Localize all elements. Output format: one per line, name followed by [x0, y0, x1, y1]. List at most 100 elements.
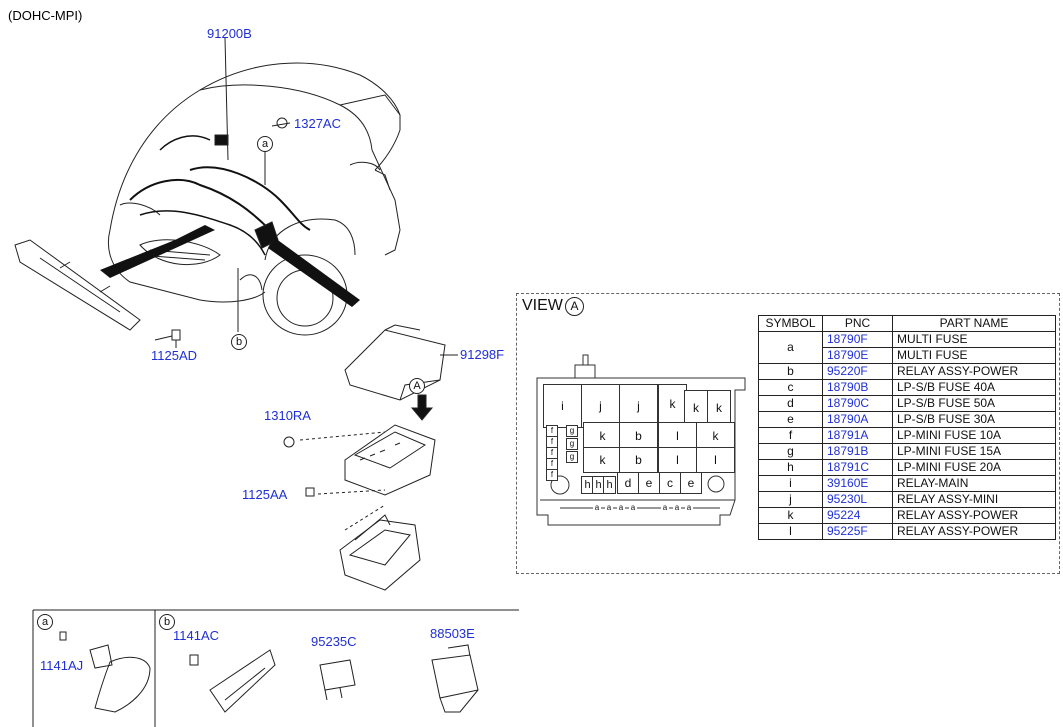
fuse-slot[interactable]: h — [603, 476, 616, 494]
fuse-slot[interactable]: c — [659, 472, 681, 494]
part-name-cell: LP-S/B FUSE 50A — [892, 395, 1056, 412]
fuse-slot[interactable]: l — [658, 447, 697, 473]
part-name-cell: LP-MINI FUSE 20A — [892, 459, 1056, 476]
fuse-slot[interactable]: j — [619, 384, 658, 428]
part-name-cell: MULTI FUSE — [892, 331, 1056, 348]
part-name-cell: LP-MINI FUSE 15A — [892, 443, 1056, 460]
fuse-slot-small[interactable]: f — [546, 469, 558, 481]
part-label-nut-mid[interactable]: 1310RA — [264, 408, 311, 423]
pnc-cell[interactable]: 95225F — [822, 523, 893, 540]
fuse-slot-small[interactable]: a — [685, 503, 693, 512]
symbol-cell: j — [758, 491, 823, 508]
pnc-cell[interactable]: 95230L — [822, 491, 893, 508]
part-name-cell: RELAY ASSY-POWER — [892, 523, 1056, 540]
symbol-cell: f — [758, 427, 823, 444]
part-label-cover[interactable]: 91298F — [460, 347, 505, 362]
symbol-cell: e — [758, 411, 823, 428]
part-label-bracket-a[interactable]: 1141AJ — [40, 658, 84, 673]
symbol-cell: i — [758, 475, 823, 492]
table-row: 18790E MULTI FUSE — [759, 347, 1056, 364]
fuse-slot[interactable]: d — [617, 472, 639, 494]
fuse-slot-small[interactable]: a — [629, 503, 637, 512]
symbol-cell: l — [758, 523, 823, 540]
variant-label: (DOHC-MPI) — [8, 8, 83, 23]
part-name-cell: RELAY-MAIN — [892, 475, 1056, 492]
part-label-bracket-b[interactable]: 1141AC — [173, 628, 220, 643]
pnc-cell[interactable]: 18791C — [822, 459, 893, 476]
fuse-slot-small[interactable]: a — [673, 503, 681, 512]
part-name-cell: LP-MINI FUSE 10A — [892, 427, 1056, 444]
part-label-bolt-left[interactable]: 1125AD — [151, 348, 198, 363]
callout-view-a: A — [409, 378, 425, 394]
part-label-relay[interactable]: 95235C — [311, 634, 357, 649]
fuse-slot[interactable]: k — [696, 422, 735, 450]
fuse-slot-small[interactable]: f — [546, 425, 558, 437]
view-title: VIEW — [522, 297, 563, 314]
part-name-cell: RELAY ASSY-POWER — [892, 363, 1056, 380]
bottom-callout-b: b — [159, 614, 175, 630]
fuse-slot-small[interactable]: a — [605, 503, 613, 512]
view-label-circle: A — [565, 297, 584, 316]
symbol-cell: g — [758, 443, 823, 460]
pnc-cell[interactable]: 18790E — [822, 347, 893, 364]
part-name-cell: RELAY ASSY-POWER — [892, 507, 1056, 524]
pnc-cell[interactable]: 18790B — [822, 379, 893, 396]
fuse-slot-small[interactable]: g — [566, 451, 578, 463]
fuse-slot[interactable]: i — [543, 384, 582, 428]
fuse-slot[interactable]: e — [638, 472, 660, 494]
symbol-cell: b — [758, 363, 823, 380]
fuse-slot-small[interactable]: a — [593, 503, 601, 512]
part-label-bolt-mid[interactable]: 1125AA — [242, 487, 288, 502]
fuse-slot[interactable]: l — [658, 422, 697, 450]
view-a-panel — [516, 293, 1060, 574]
fuse-slot[interactable]: e — [680, 472, 702, 494]
pnc-cell[interactable]: 18791A — [822, 427, 893, 444]
bottom-callout-a: a — [37, 614, 53, 630]
part-name-cell: LP-S/B FUSE 40A — [892, 379, 1056, 396]
symbol-cell: c — [758, 379, 823, 396]
part-label-nut-top[interactable]: 1327AC — [294, 116, 341, 131]
fuse-slot[interactable]: k — [583, 447, 622, 473]
symbol-cell: k — [758, 507, 823, 524]
pnc-cell[interactable]: 18791B — [822, 443, 893, 460]
pnc-cell[interactable]: 95220F — [822, 363, 893, 380]
part-name-cell: MULTI FUSE — [892, 347, 1056, 364]
fuse-slot[interactable]: j — [581, 384, 620, 428]
callout-b: b — [231, 334, 247, 350]
pnc-cell[interactable]: 39160E — [822, 475, 893, 492]
table-header-symbol: SYMBOL — [758, 315, 823, 332]
parts-table: SYMBOL PNC PART NAME a 18790F MULTI FUSE… — [758, 315, 1056, 540]
fuse-slot[interactable]: k — [658, 384, 687, 424]
fuse-slot[interactable]: b — [619, 447, 658, 473]
fuse-slot-small[interactable]: a — [661, 503, 669, 512]
symbol-cell: d — [758, 395, 823, 412]
pnc-cell[interactable]: 18790C — [822, 395, 893, 412]
fuse-slot-small[interactable]: g — [566, 438, 578, 450]
pnc-cell[interactable]: 95224 — [822, 507, 893, 524]
fuse-slot[interactable]: h — [592, 476, 605, 494]
fuse-slot-small[interactable]: g — [566, 425, 578, 437]
part-name-cell: RELAY ASSY-MINI — [892, 491, 1056, 508]
pnc-cell[interactable]: 18790A — [822, 411, 893, 428]
fuse-slot[interactable]: k — [583, 422, 622, 450]
part-label-module[interactable]: 88503E — [430, 626, 475, 641]
symbol-cell: a — [758, 331, 823, 364]
table-header-part-name: PART NAME — [892, 315, 1056, 332]
table-header-pnc: PNC — [822, 315, 893, 332]
part-label-harness[interactable]: 91200B — [207, 26, 252, 41]
fuse-slot-small[interactable]: a — [617, 503, 625, 512]
pnc-cell[interactable]: 18790F — [822, 331, 893, 348]
symbol-cell: h — [758, 459, 823, 476]
fuse-slot[interactable]: b — [619, 422, 658, 450]
fuse-slot[interactable]: l — [696, 447, 735, 473]
